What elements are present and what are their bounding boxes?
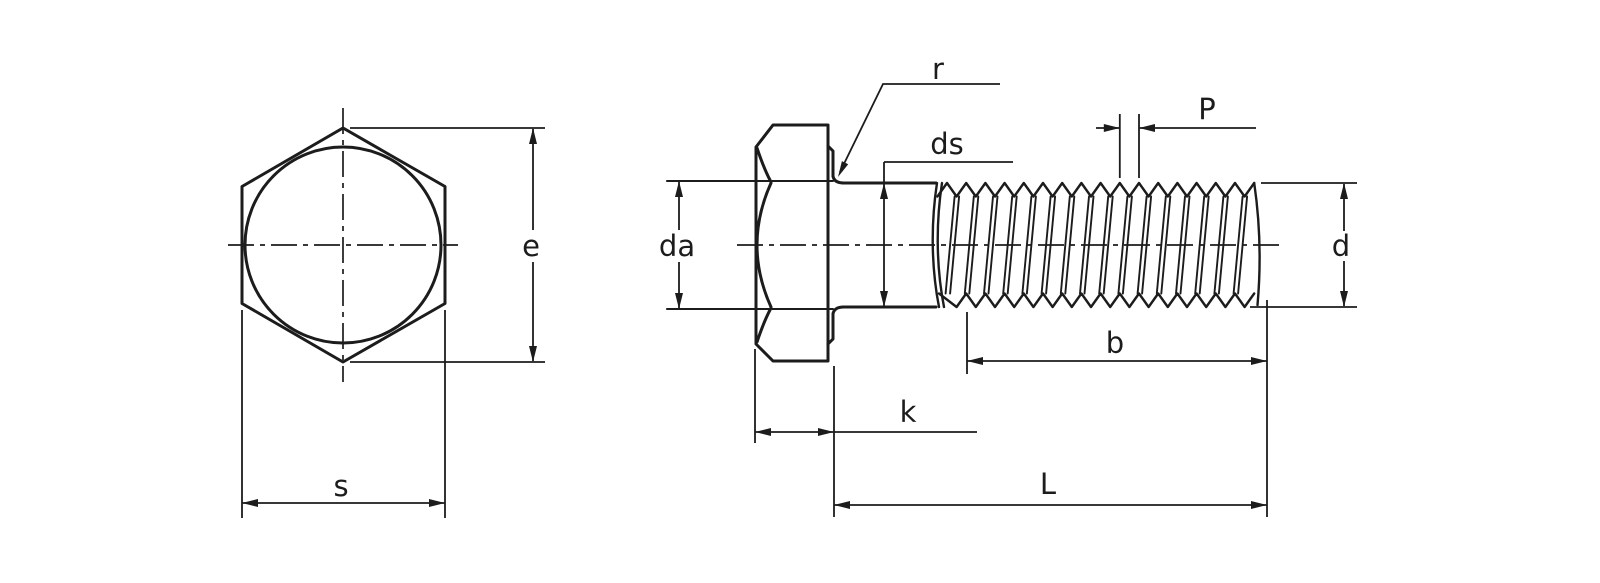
dim-label-r: r xyxy=(932,52,944,86)
arrowhead-up xyxy=(675,181,683,197)
dimension-e: e xyxy=(350,127,545,363)
dim-label-b: b xyxy=(1106,326,1124,360)
thread-end-face xyxy=(1253,181,1261,307)
dim-label-p: P xyxy=(1198,92,1216,126)
dim-label-ds: ds xyxy=(930,127,964,161)
thread-crest-top xyxy=(936,181,1256,198)
bolt-side-view: r da ds P xyxy=(659,52,1357,517)
arrowhead-up xyxy=(880,183,888,199)
shank xyxy=(841,181,938,309)
dimension-p: P xyxy=(1096,92,1256,178)
arrowhead-down xyxy=(1340,291,1348,307)
arrowhead-up xyxy=(529,128,537,144)
arrowhead-right xyxy=(1251,501,1267,509)
dimension-ds: ds xyxy=(880,127,1013,307)
dimension-s: s xyxy=(241,310,446,518)
dimension-l: L xyxy=(834,467,1267,509)
arrowhead-left xyxy=(755,428,771,436)
arrowhead-left xyxy=(242,499,258,507)
arrowhead-down xyxy=(880,291,888,307)
arrowhead-down xyxy=(675,293,683,309)
arrowhead-down xyxy=(529,346,537,362)
dimension-b: b xyxy=(966,300,1268,517)
arrowhead-up xyxy=(1340,183,1348,199)
dim-label-d: d xyxy=(1332,229,1350,263)
dimension-r: r xyxy=(838,52,1000,177)
arrowhead-right xyxy=(429,499,445,507)
dimension-k: k xyxy=(754,349,977,517)
leader-line xyxy=(839,83,1000,173)
arrowhead-left xyxy=(834,501,850,509)
dim-label-l: L xyxy=(1040,467,1056,501)
hex-head-end-view: e s xyxy=(228,108,545,518)
bolt-head-outline xyxy=(754,123,830,363)
thread-crest-bottom xyxy=(937,292,1256,309)
dim-label-da: da xyxy=(659,229,695,263)
dim-label-e: e xyxy=(522,229,540,263)
arrowhead-right xyxy=(1251,357,1267,365)
arrowhead-right xyxy=(818,428,834,436)
arrowhead xyxy=(838,161,849,177)
dim-label-s: s xyxy=(333,469,348,503)
dim-label-k: k xyxy=(900,395,917,429)
hexagon-outline xyxy=(240,126,447,364)
arrowhead-right xyxy=(1103,124,1120,132)
dimension-da: da xyxy=(659,181,695,309)
arrowhead-left xyxy=(1139,124,1155,132)
arrowhead-left xyxy=(967,357,983,365)
